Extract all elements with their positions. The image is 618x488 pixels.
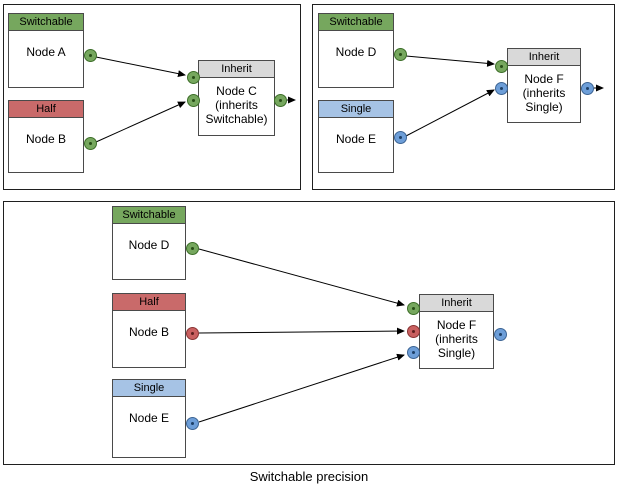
node-a-title: Node A xyxy=(26,45,66,59)
node-b-output-port-switchable xyxy=(84,137,97,150)
edge-nodeB-to-nodeC xyxy=(95,101,186,143)
node-c-output-port-switchable xyxy=(274,94,287,107)
node-f-line3: Single) xyxy=(525,100,563,114)
node-c-body: Node C (inherits Switchable) xyxy=(199,78,274,126)
node-f-bottom-header: Inherit xyxy=(420,295,493,312)
node-f-bottom-output-port-single xyxy=(494,328,507,341)
node-a-header: Switchable xyxy=(9,14,83,31)
port-dot-icon xyxy=(399,53,402,56)
node-e-header: Single xyxy=(319,101,393,118)
port-dot-icon xyxy=(412,307,415,310)
node-f-bottom-input-port-half xyxy=(407,325,420,338)
node-e-title: Node E xyxy=(335,132,377,146)
node-f-bottom-line3: Single) xyxy=(437,346,476,360)
node-f-bottom-input-port-switchable xyxy=(407,302,420,315)
node-e-bottom-title: Node E xyxy=(128,411,170,425)
port-dot-icon xyxy=(89,142,92,145)
node-f-header: Inherit xyxy=(508,49,580,66)
node-f-bottom-line2: (inherits xyxy=(435,332,478,346)
node-c: Inherit Node C (inherits Switchable) xyxy=(198,60,275,136)
panel-bottom xyxy=(3,201,615,465)
node-b-bottom-output-port-half xyxy=(186,327,199,340)
node-c-input-port-switchable-2 xyxy=(187,94,200,107)
port-dot-icon xyxy=(191,332,194,335)
edge-nodeE-to-nodeF-bottom xyxy=(198,353,405,423)
node-b-bottom: Half Node B xyxy=(112,293,186,368)
node-d-header: Switchable xyxy=(319,14,393,31)
edge-nodeB-to-nodeF-bottom xyxy=(198,327,405,335)
node-f-bottom-input-port-single xyxy=(407,346,420,359)
port-dot-icon xyxy=(586,87,589,90)
port-dot-icon xyxy=(192,99,195,102)
node-d-output-port-switchable xyxy=(394,48,407,61)
node-d-bottom-output-port-switchable xyxy=(186,242,199,255)
node-c-input-port-switchable-1 xyxy=(187,71,200,84)
node-f-line2: (inherits xyxy=(522,86,566,100)
port-dot-icon xyxy=(89,54,92,57)
port-dot-icon xyxy=(279,99,282,102)
node-f: Inherit Node F (inherits Single) xyxy=(507,48,581,123)
port-dot-icon xyxy=(412,351,415,354)
node-b-header: Half xyxy=(9,101,83,118)
node-e-bottom-output-port-single xyxy=(186,417,199,430)
node-f-input-port-switchable xyxy=(495,60,508,73)
port-dot-icon xyxy=(500,65,503,68)
node-c-line2: (inherits xyxy=(215,98,258,112)
node-d: Switchable Node D xyxy=(318,13,394,88)
node-f-input-port-single xyxy=(495,82,508,95)
node-d-title: Node D xyxy=(335,45,377,59)
node-b-bottom-title: Node B xyxy=(128,325,170,339)
port-dot-icon xyxy=(192,76,195,79)
edge-nodeA-to-nodeC xyxy=(95,56,186,78)
node-b-title: Node B xyxy=(25,132,67,146)
node-b: Half Node B xyxy=(8,100,84,173)
port-dot-icon xyxy=(191,422,194,425)
node-a-output-port-switchable xyxy=(84,49,97,62)
figure-caption: Switchable precision xyxy=(249,469,369,484)
port-dot-icon xyxy=(412,330,415,333)
node-b-bottom-header: Half xyxy=(113,294,185,311)
node-d-bottom-title: Node D xyxy=(128,238,170,252)
edge-nodeE-to-nodeF xyxy=(405,89,495,137)
node-d-bottom-header: Switchable xyxy=(113,207,185,224)
node-f-bottom: Inherit Node F (inherits Single) xyxy=(419,294,494,369)
node-c-header: Inherit xyxy=(199,61,274,78)
node-f-line1: Node F xyxy=(524,72,564,86)
node-f-body: Node F (inherits Single) xyxy=(508,66,580,114)
node-d-bottom: Switchable Node D xyxy=(112,206,186,280)
edge-nodeD-to-nodeF xyxy=(405,55,495,67)
port-dot-icon xyxy=(191,247,194,250)
node-c-line1: Node C xyxy=(216,84,257,98)
node-f-bottom-body: Node F (inherits Single) xyxy=(420,312,493,360)
node-a: Switchable Node A xyxy=(8,13,84,88)
node-f-bottom-line1: Node F xyxy=(436,318,477,332)
node-e-output-port-single xyxy=(394,131,407,144)
node-f-output-port-single xyxy=(581,82,594,95)
node-e-bottom-header: Single xyxy=(113,380,185,397)
port-dot-icon xyxy=(399,136,402,139)
node-e: Single Node E xyxy=(318,100,394,173)
node-c-line3: Switchable) xyxy=(205,112,268,126)
node-e-bottom: Single Node E xyxy=(112,379,186,458)
port-dot-icon xyxy=(499,333,502,336)
edge-nodeD-to-nodeF-bottom xyxy=(198,248,405,307)
port-dot-icon xyxy=(500,87,503,90)
